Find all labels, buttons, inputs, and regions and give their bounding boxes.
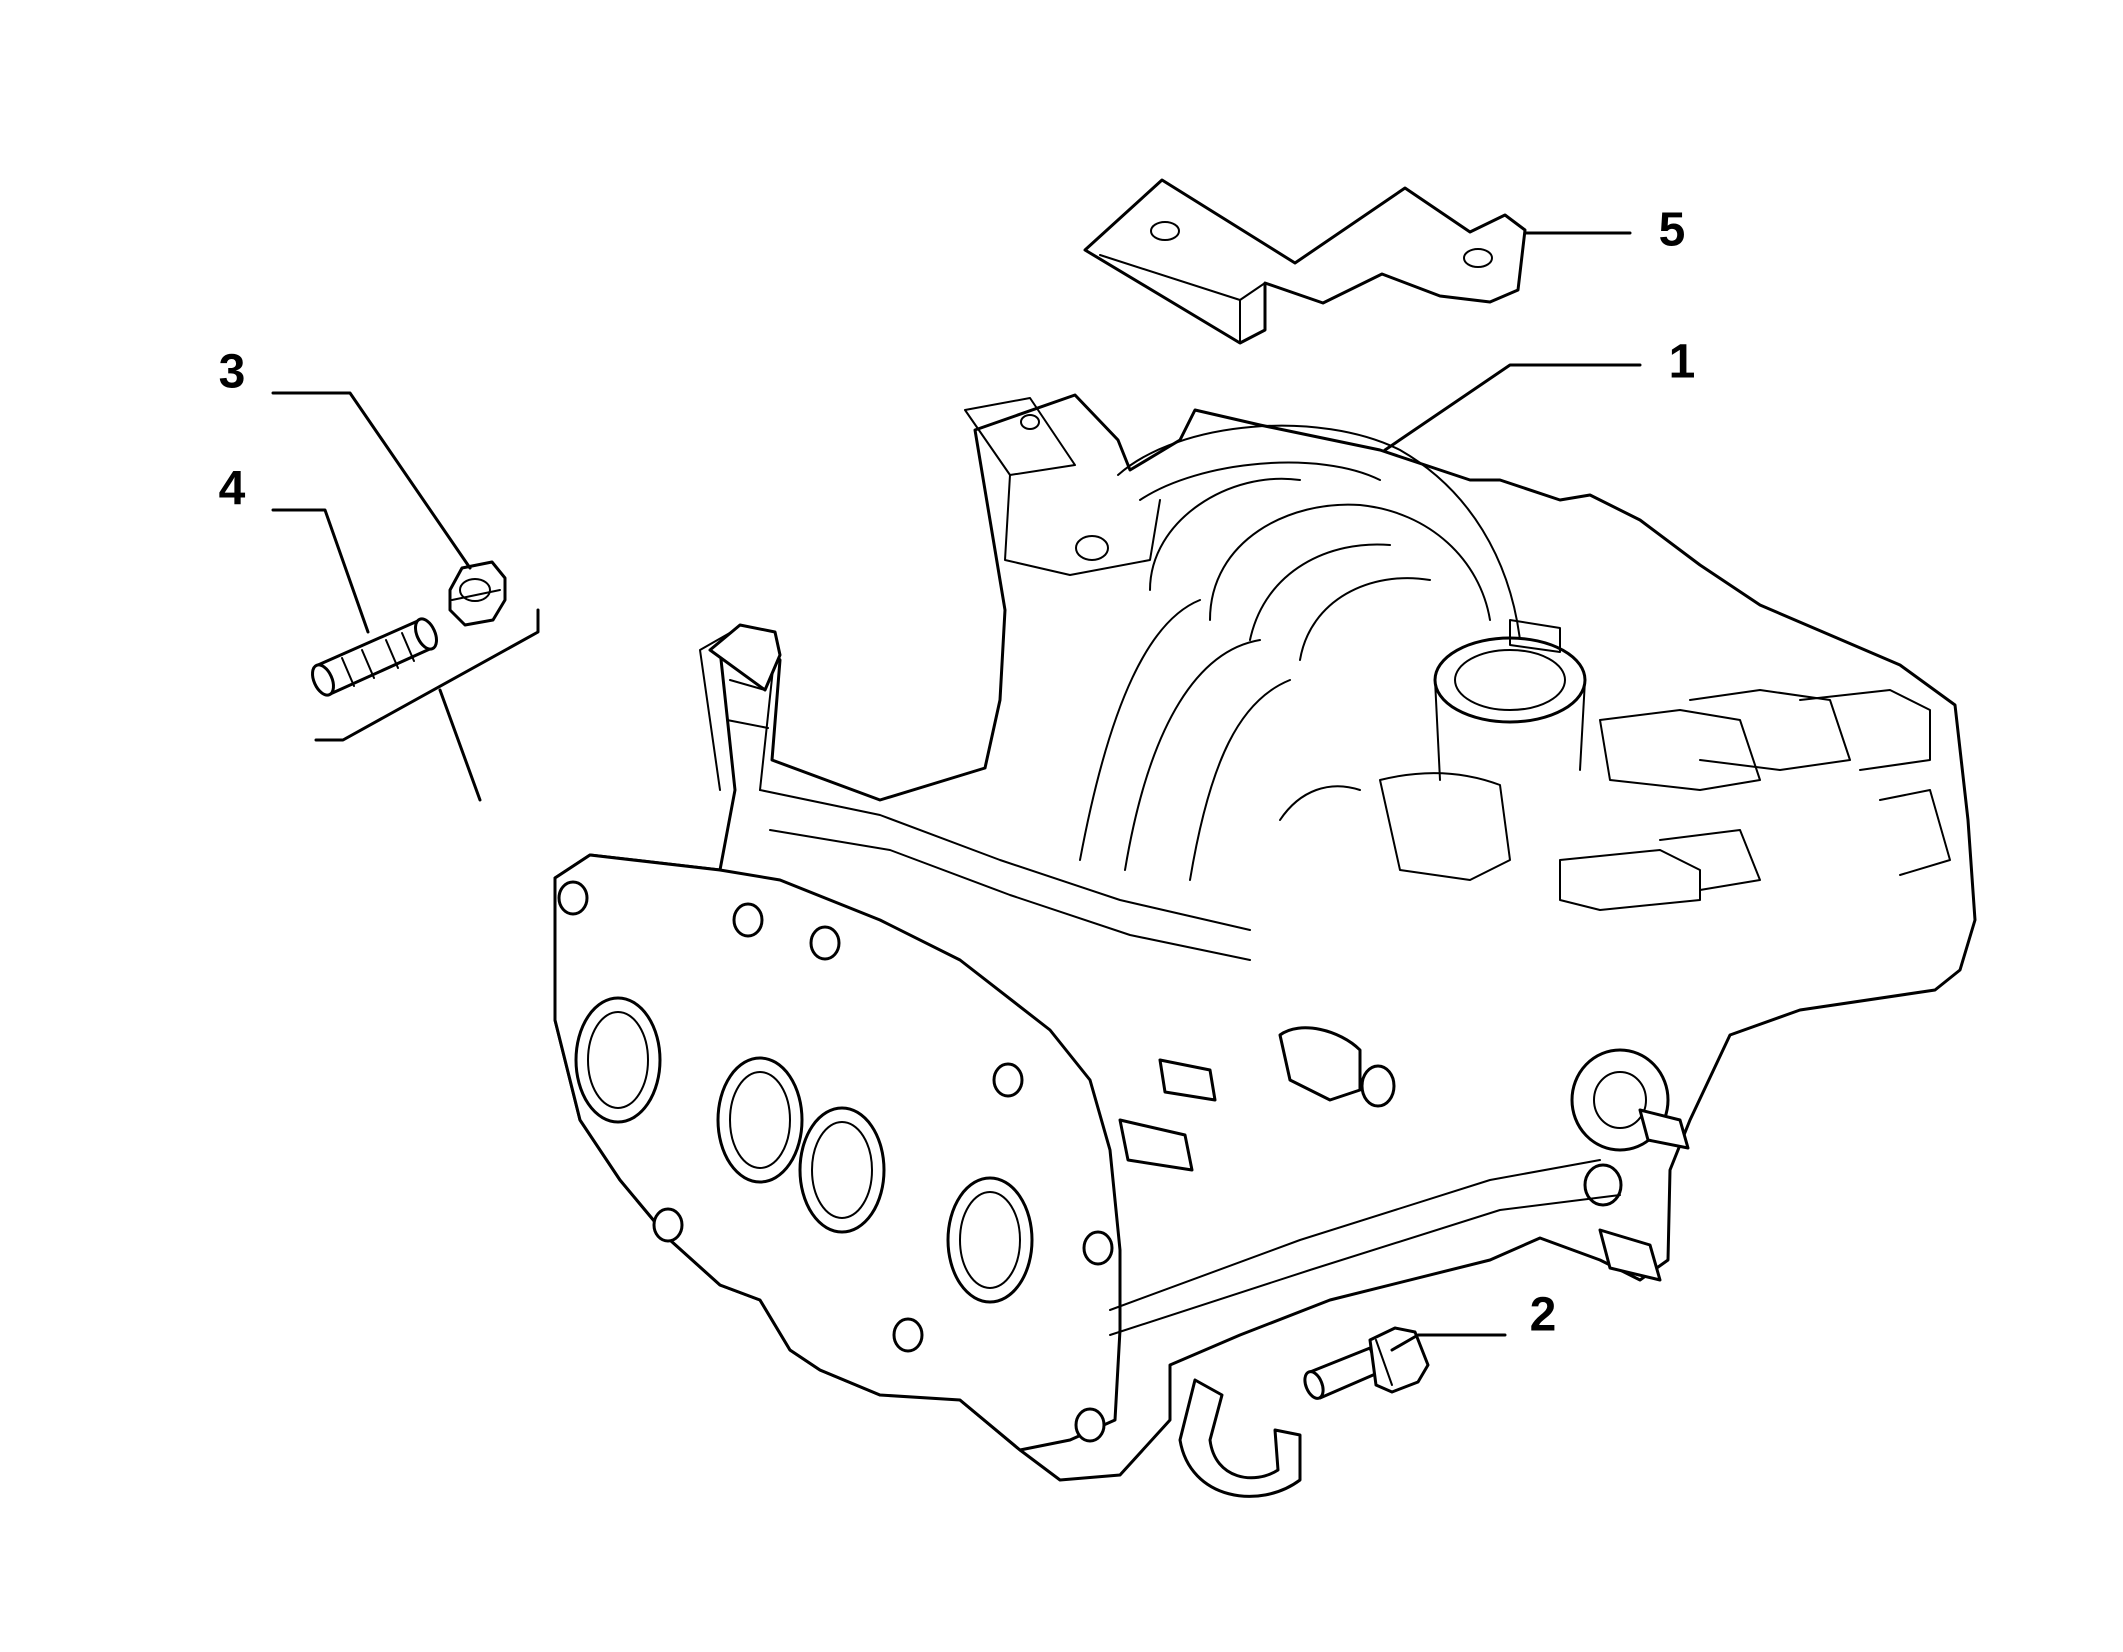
callout-4[interactable]: 4	[219, 463, 246, 516]
stud-part[interactable]	[308, 616, 440, 699]
group-pointer	[438, 688, 482, 802]
callout-2[interactable]: 2	[1530, 1289, 1557, 1342]
leader-line-2	[1390, 1333, 1507, 1352]
group-bracket	[314, 608, 540, 742]
callout-3[interactable]: 3	[219, 346, 246, 399]
callout-5[interactable]: 5	[1659, 204, 1686, 257]
bracket-part[interactable]	[1083, 178, 1527, 345]
leader-line-3	[271, 391, 472, 570]
leader-line-4	[271, 508, 370, 634]
intake-manifold-part[interactable]	[553, 393, 1977, 1498]
nut-part[interactable]	[448, 560, 507, 627]
callout-1[interactable]: 1	[1669, 336, 1696, 389]
leader-line-1	[1383, 363, 1642, 452]
bolt-part[interactable]	[1301, 1326, 1430, 1401]
